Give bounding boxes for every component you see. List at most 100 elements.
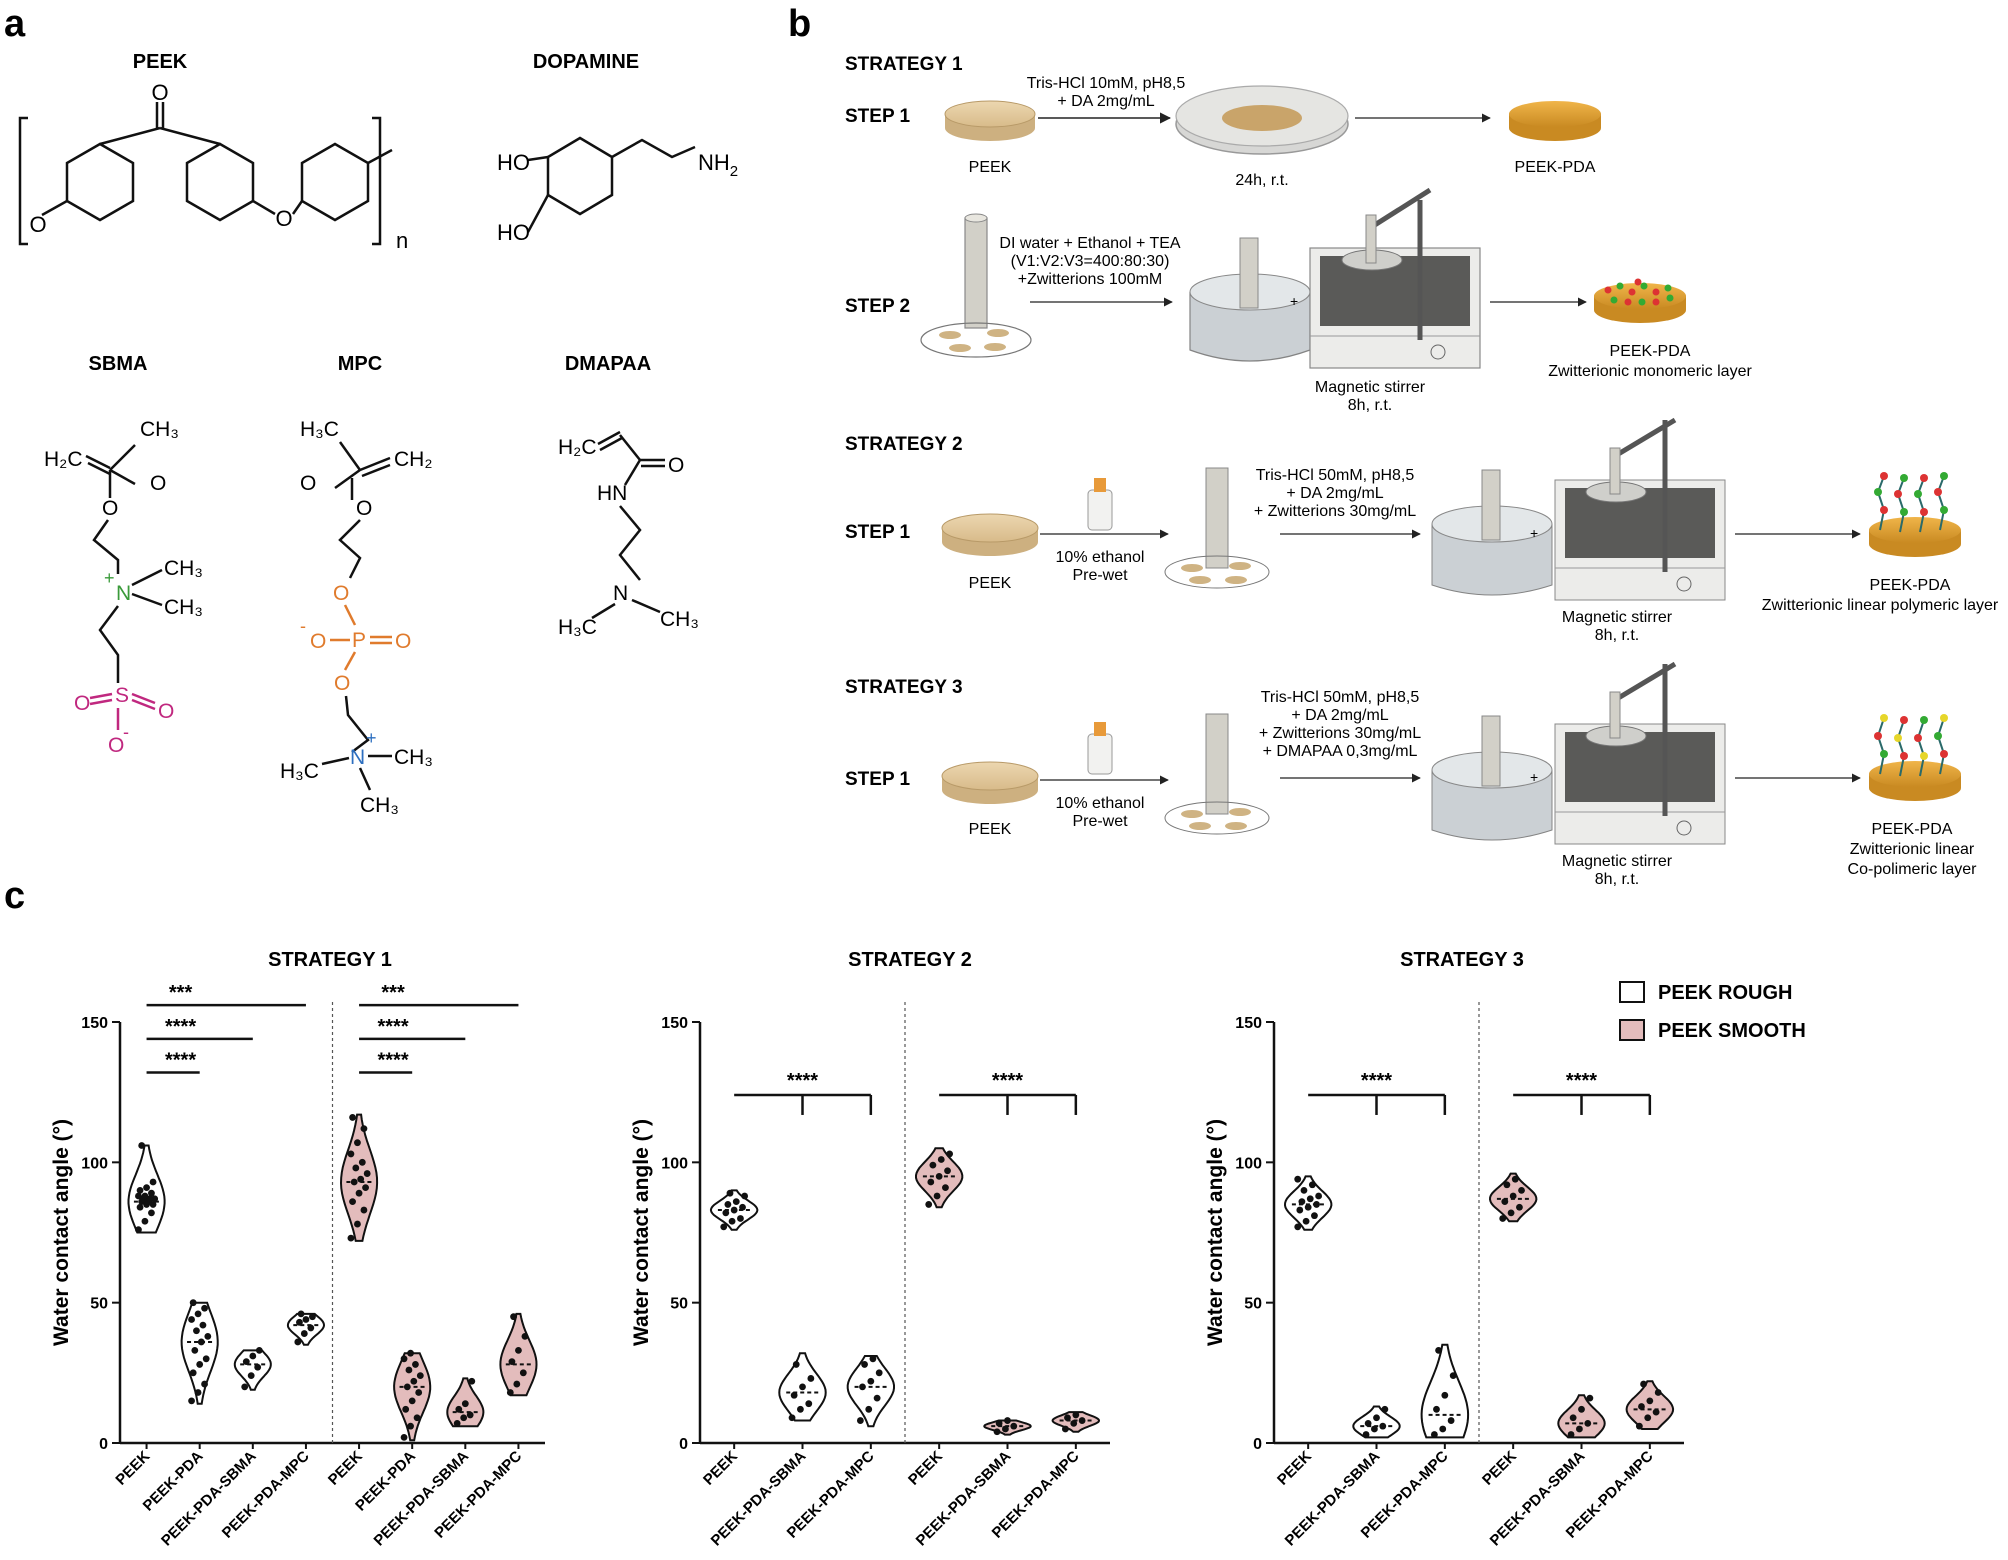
data-point: [1646, 1397, 1654, 1405]
s2-stirrer-label: Magnetic stirrer: [1562, 609, 1673, 626]
data-point: [189, 1299, 197, 1307]
data-point: [194, 1310, 202, 1318]
data-point: [1294, 1175, 1302, 1183]
data-point: [1300, 1187, 1308, 1194]
s2-cond3: + Zwitterions 30mg/mL: [1254, 503, 1416, 520]
data-point: [405, 1366, 413, 1374]
peek-ring-1: [65, 142, 135, 222]
data-point: [189, 1369, 197, 1377]
dmapaa-hn: HN: [597, 482, 627, 505]
data-point: [859, 1383, 866, 1391]
data-point: [400, 1433, 408, 1441]
data-point: [1302, 1217, 1310, 1225]
s3-peek-label: PEEK: [969, 821, 1012, 838]
peek-ether-o2: O: [275, 206, 292, 231]
data-point: [869, 1355, 877, 1363]
significance-label: ****: [377, 1050, 408, 1072]
x-tick-label: PEEK-PDA-SBMA: [158, 1448, 260, 1550]
s3-stirrer: [1554, 661, 1726, 845]
data-point: [350, 1178, 358, 1186]
mpc-n: N: [350, 746, 365, 769]
structure-mpc: MPC H₃C CH₂ O O O P O O - O N + H₃C CH₃ …: [280, 353, 433, 817]
data-point: [737, 1215, 744, 1222]
data-point: [360, 1206, 368, 1214]
y-tick-label: 50: [670, 1296, 688, 1313]
peek-bracket-right: [372, 116, 382, 246]
data-point: [873, 1394, 881, 1402]
data-point: [354, 1139, 361, 1147]
y-tick-label: 50: [90, 1296, 108, 1313]
s2-wash-bottle: [1087, 478, 1113, 531]
data-point: [347, 1234, 355, 1242]
data-point: [347, 1150, 355, 1158]
data-point: [1503, 1181, 1511, 1189]
sbma-n-plus: +: [104, 568, 115, 588]
data-point: [1511, 1175, 1519, 1183]
significance-label: ****: [787, 1070, 818, 1092]
sbma-ch3-top: CH₃: [140, 418, 179, 441]
dmapaa-h2c: H₂C: [558, 436, 596, 459]
panel-label-b: b: [788, 3, 811, 45]
violin-rough-peek-pda-sbma: [1352, 1405, 1401, 1439]
data-point: [455, 1405, 463, 1413]
data-point: [1294, 1223, 1302, 1231]
structure-dopamine: DOPAMINE HO HO NH2: [497, 51, 738, 245]
s2-plus: +: [1530, 525, 1538, 541]
data-point: [925, 1201, 933, 1208]
data-point: [1379, 1422, 1387, 1430]
peek-bracket-left: [18, 116, 28, 246]
data-point: [188, 1316, 195, 1323]
violin-smooth-peek-pda-mpc: [1625, 1380, 1675, 1430]
peek-ether-o1: O: [29, 212, 46, 237]
data-point: [513, 1380, 521, 1388]
data-point: [355, 1189, 363, 1197]
s3-cond4: + DMAPAA 0,3mg/mL: [1263, 743, 1418, 760]
data-point: [197, 1338, 205, 1346]
s3-cond2: + DA 2mg/mL: [1291, 707, 1388, 724]
s3-beaker: [1431, 715, 1553, 841]
data-point: [1439, 1425, 1447, 1433]
data-point: [412, 1361, 419, 1368]
y-tick-label: 0: [99, 1436, 108, 1453]
data-point: [188, 1397, 195, 1405]
data-point: [1635, 1422, 1643, 1430]
s3-plus: +: [1530, 769, 1538, 785]
mpc-p: P: [352, 629, 366, 652]
x-tick-label: PEEK: [700, 1448, 741, 1489]
s1-peek-disc: [944, 100, 1036, 141]
data-point: [194, 1389, 202, 1396]
data-point: [141, 1192, 149, 1200]
dmapaa-n: N: [613, 582, 628, 605]
data-point: [1567, 1431, 1575, 1438]
mpc-ch3-a: H₃C: [280, 760, 319, 783]
data-point: [724, 1201, 732, 1208]
data-point: [741, 1192, 749, 1200]
x-tick-label: PEEK: [905, 1448, 946, 1489]
data-point: [241, 1383, 249, 1391]
violin-rough-peek-pda: [180, 1301, 219, 1405]
s1-time: 24h, r.t.: [1235, 172, 1288, 189]
violin-smooth-peek-pda-mpc: [499, 1312, 538, 1397]
s1-step2-cond3: +Zwitterions 100mM: [1018, 271, 1163, 288]
mpc-o-carbonyl: O: [300, 472, 316, 495]
data-point: [993, 1428, 1001, 1436]
s2-beaker: [1431, 469, 1553, 596]
data-point: [204, 1332, 212, 1340]
data-point: [805, 1400, 813, 1408]
x-tick-label: PEEK: [325, 1448, 366, 1489]
data-point: [201, 1304, 208, 1312]
panel-label-a: a: [4, 3, 26, 45]
x-tick-label: PEEK: [1479, 1448, 1520, 1489]
data-point: [1430, 1431, 1438, 1438]
data-point: [1371, 1425, 1378, 1433]
s1-step2-cond2: (V1:V2:V3=400:80:30): [1011, 253, 1170, 270]
data-point: [1072, 1411, 1080, 1419]
data-point: [249, 1352, 257, 1360]
data-point: [1373, 1414, 1380, 1422]
data-point: [196, 1361, 204, 1368]
data-point: [410, 1377, 418, 1385]
data-point: [937, 1156, 945, 1163]
